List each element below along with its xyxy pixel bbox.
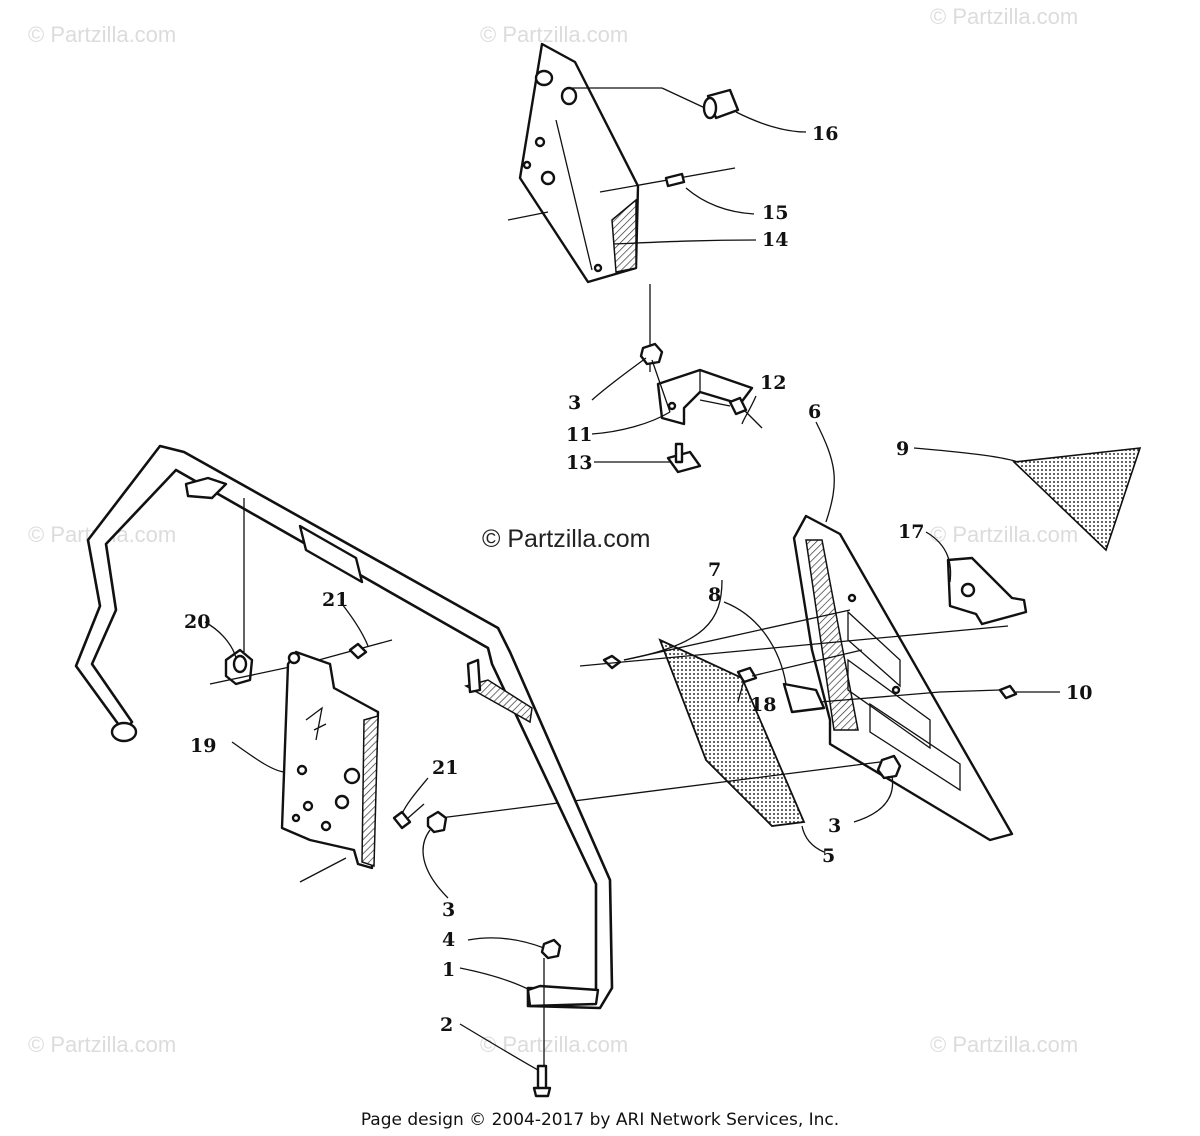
watermark-center: © Partzilla.com xyxy=(482,525,650,553)
callout-1: 1 xyxy=(442,959,455,981)
watermark-top-left: © Partzilla.com xyxy=(28,22,176,47)
callout-2: 2 xyxy=(440,1014,453,1036)
callout-19: 19 xyxy=(190,735,216,757)
callout-3-right: 3 xyxy=(828,815,841,837)
part-2-bolt xyxy=(532,1064,552,1098)
part-3-nut-upper xyxy=(639,342,664,366)
part-3-nut-right xyxy=(876,754,902,780)
callout-11: 11 xyxy=(566,424,592,446)
part-4-nut xyxy=(540,938,562,960)
part-8-bolt xyxy=(736,666,758,684)
watermark-bottom-left: © Partzilla.com xyxy=(28,1032,176,1057)
callout-7: 7 xyxy=(708,559,721,581)
part-13-stud xyxy=(666,442,702,474)
part-10-bolt xyxy=(998,684,1018,700)
callout-15: 15 xyxy=(762,202,788,224)
part-12-bolt xyxy=(728,396,763,429)
callout-10: 10 xyxy=(1066,682,1092,704)
callout-3-lower: 3 xyxy=(442,899,455,921)
callout-20: 20 xyxy=(184,611,210,633)
watermark-bottom-center: © Partzilla.com xyxy=(480,1032,628,1057)
callout-3-upper: 3 xyxy=(568,392,581,414)
part-21-bolt-lower xyxy=(392,810,412,830)
footer-copyright: Page design © 2004-2017 by ARI Network S… xyxy=(361,1110,839,1130)
part-11-bracket xyxy=(656,368,754,426)
part-20-bushing xyxy=(224,648,254,686)
part-1-grab-bar xyxy=(74,444,614,1010)
part-19-mount-plate xyxy=(280,650,380,870)
part-21-bolt-upper xyxy=(348,642,368,660)
callout-5: 5 xyxy=(822,845,835,867)
callout-18: 18 xyxy=(750,694,776,716)
callout-6: 6 xyxy=(808,401,821,423)
watermark-mid-right: © Partzilla.com xyxy=(930,522,1078,547)
watermark-top-right: © Partzilla.com xyxy=(930,4,1078,29)
part-15-bolt xyxy=(664,172,686,188)
part-14-mount-plate xyxy=(518,42,640,284)
part-16-bushing xyxy=(702,88,740,120)
part-5-footrest-plate xyxy=(658,638,806,827)
callout-21-upper: 21 xyxy=(322,589,348,611)
part-9-panel xyxy=(1012,447,1142,552)
part-17-bracket xyxy=(946,556,1028,626)
callout-16: 16 xyxy=(812,123,838,145)
callout-9: 9 xyxy=(896,438,909,460)
watermark-bottom-right: © Partzilla.com xyxy=(930,1032,1078,1057)
part-3-nut-left xyxy=(426,810,448,834)
callout-4: 4 xyxy=(442,929,455,951)
callout-14: 14 xyxy=(762,229,788,251)
callout-12: 12 xyxy=(760,372,786,394)
part-18-block xyxy=(782,682,826,714)
part-6-side-plate xyxy=(792,514,1014,842)
watermark-top-center: © Partzilla.com xyxy=(480,22,628,47)
callout-17: 17 xyxy=(898,521,924,543)
callout-8: 8 xyxy=(708,584,721,606)
callout-21-lower: 21 xyxy=(432,757,458,779)
callout-13: 13 xyxy=(566,452,592,474)
